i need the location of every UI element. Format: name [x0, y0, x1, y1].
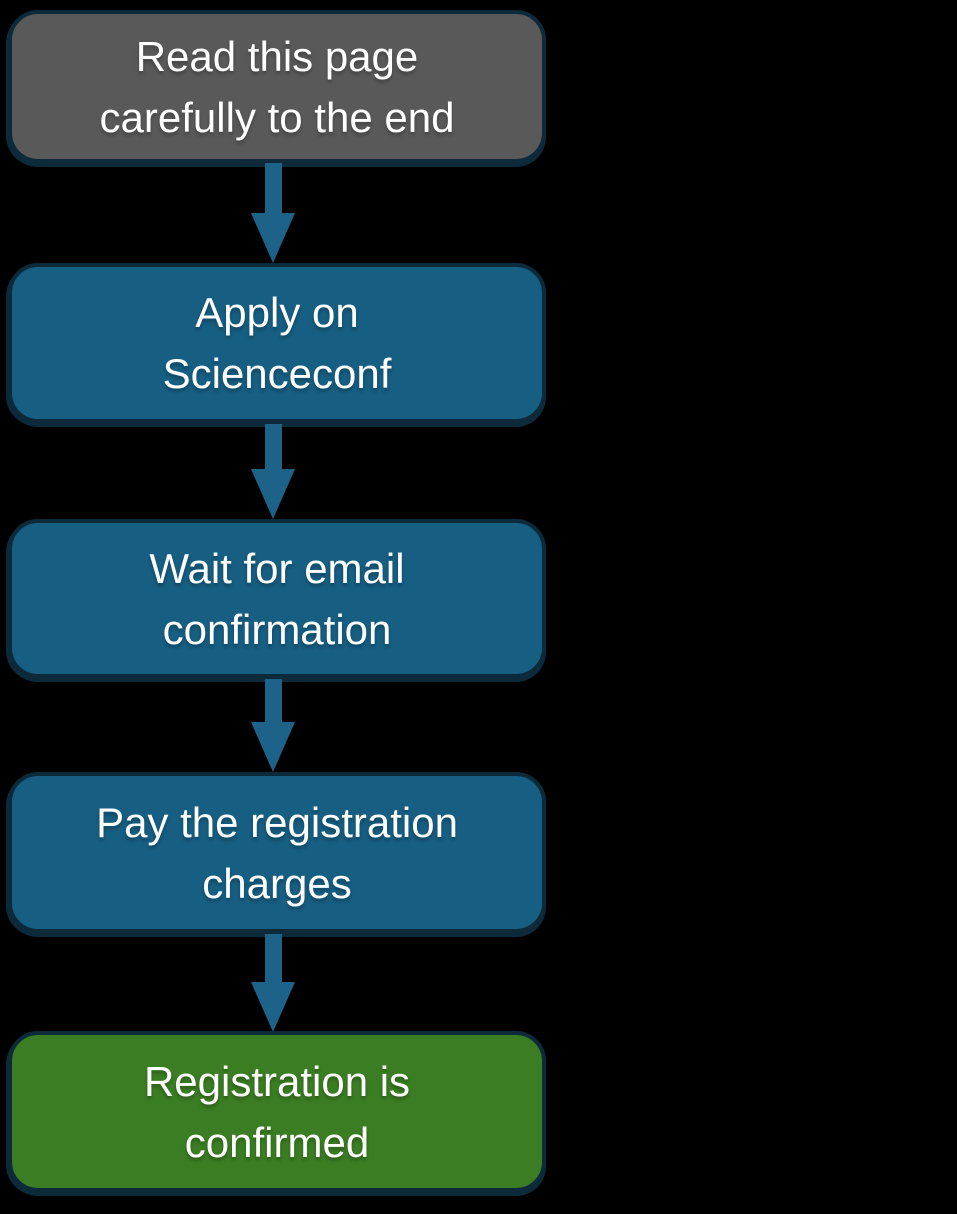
down-arrow — [251, 934, 295, 1032]
down-arrow — [251, 424, 295, 519]
down-arrow-shaft — [264, 934, 282, 982]
flow-step-apply-scienceconf: Apply on Scienceconf — [8, 263, 546, 423]
down-arrow-head — [251, 213, 295, 263]
flow-step-apply-scienceconf-label: Apply on Scienceconf — [162, 289, 392, 397]
down-arrow-head — [251, 469, 295, 519]
down-arrow-head — [251, 722, 295, 772]
down-arrow-shaft — [264, 679, 282, 722]
down-arrow — [251, 679, 295, 772]
flow-step-read-page-label: Read this page carefully to the end — [99, 32, 455, 141]
flow-step-wait-email-confirmation-label: Wait for email confirmation — [149, 544, 405, 653]
flow-step-read-page: Read this page carefully to the end — [8, 10, 546, 163]
down-arrow-shaft — [264, 424, 282, 469]
flow-step-pay-registration-charges: Pay the registration charges — [8, 772, 546, 933]
down-arrow-shaft — [264, 163, 282, 213]
down-arrow — [251, 163, 295, 263]
flow-step-registration-confirmed: Registration is confirmed — [8, 1031, 546, 1192]
flow-step-wait-email-confirmation: Wait for email confirmation — [8, 519, 546, 678]
down-arrow-head — [251, 982, 295, 1032]
flow-step-registration-confirmed-label: Registration is confirmed — [143, 1057, 411, 1166]
flow-step-pay-registration-charges-label: Pay the registration charges — [96, 798, 458, 907]
